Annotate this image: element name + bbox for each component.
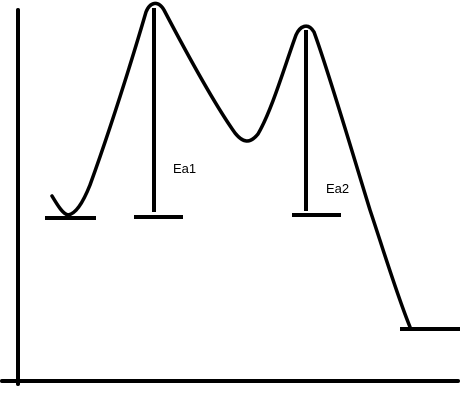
ea2-label: Ea2 [326, 181, 349, 196]
ea1-label: Ea1 [173, 161, 196, 176]
energy-profile-curve [50, 1, 412, 329]
